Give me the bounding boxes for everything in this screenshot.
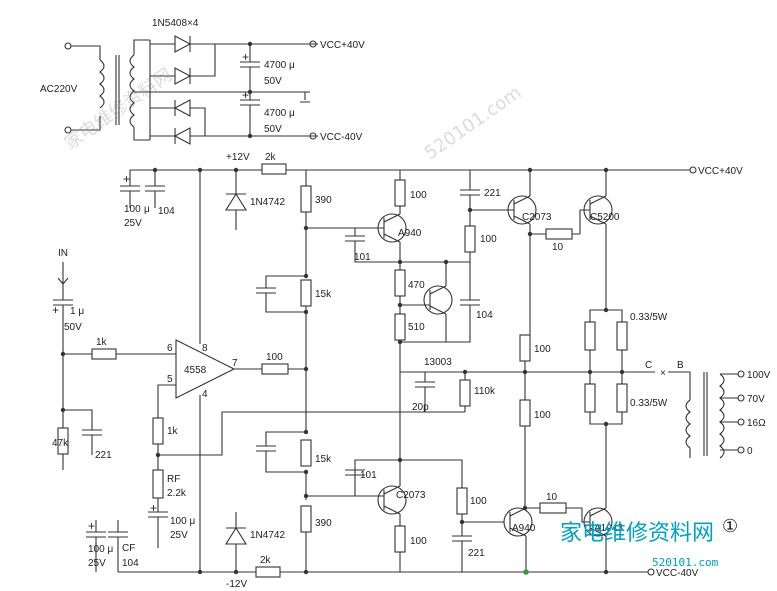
r390-top-label: 390 bbox=[315, 195, 332, 206]
a940-bot-label: A940 bbox=[512, 523, 536, 534]
point-x-mark: × bbox=[660, 368, 666, 379]
r2k-top-label: 2k bbox=[265, 152, 277, 163]
r390-bot-label: 390 bbox=[315, 518, 332, 529]
cin-value: 1 μ bbox=[70, 306, 84, 317]
cap2-voltage: 50V bbox=[264, 124, 282, 135]
pin7: 7 bbox=[232, 358, 238, 369]
c104-mid-label: 104 bbox=[476, 310, 493, 321]
r15k-top-label: 15k bbox=[315, 289, 332, 300]
output-transformer: 100V 70V 16Ω 0 bbox=[685, 370, 771, 459]
diode-bridge-label: 1N5408×4 bbox=[152, 18, 199, 29]
point-b-label: B bbox=[677, 360, 684, 371]
cbot-value: 100 μ bbox=[88, 544, 113, 555]
c100u-top-mu: μ bbox=[144, 204, 150, 215]
plus12-label: +12V bbox=[226, 152, 250, 163]
r100-bot-a-label: 100 bbox=[470, 496, 487, 507]
svg-text:+: + bbox=[150, 501, 157, 515]
r100-mid-b-label: 100 bbox=[534, 410, 551, 421]
r15k-bot-label: 15k bbox=[315, 454, 332, 465]
r47k-label: 47k bbox=[52, 438, 69, 449]
c221-bot-label: 221 bbox=[468, 548, 485, 559]
r100-drv-label: 100 bbox=[480, 234, 497, 245]
opamp-label: 4558 bbox=[184, 365, 207, 376]
pin4: 4 bbox=[202, 389, 208, 400]
c104-top-label: 104 bbox=[158, 206, 175, 217]
svg-text:+: + bbox=[123, 172, 130, 186]
c100u-top-voltage: 25V bbox=[124, 218, 142, 229]
bias-ladder: 390 15k 15k 390 bbox=[256, 170, 332, 575]
r033-top-label: 0.33/5W bbox=[630, 312, 668, 323]
cbot-cf-label: CF bbox=[122, 543, 135, 554]
c221-in-label: 221 bbox=[95, 450, 112, 461]
pin8: 8 bbox=[202, 343, 208, 354]
cin-voltage: 50V bbox=[64, 322, 82, 333]
svg-text:+: + bbox=[242, 50, 249, 64]
r470-label: 470 bbox=[408, 280, 425, 291]
c100u-top-label: 100 bbox=[124, 204, 141, 215]
r1k-fb-label: 1k bbox=[167, 426, 179, 437]
ac-input-label: AC220V bbox=[40, 84, 78, 95]
input-label: IN bbox=[58, 248, 68, 259]
cf-voltage: 25V bbox=[170, 530, 188, 541]
c2073-bot-label: C2073 bbox=[396, 490, 426, 501]
feedback-network: 110k 20p bbox=[400, 369, 525, 413]
r100-bot-b-label: 100 bbox=[410, 536, 427, 547]
vcc-pos-out-label: VCC+40V bbox=[698, 166, 743, 177]
cf-value: 100 μ bbox=[170, 516, 195, 527]
svg-text:+: + bbox=[52, 303, 59, 317]
c20p-label: 20p bbox=[412, 402, 429, 413]
r10-top-label: 10 bbox=[552, 242, 564, 253]
vcc-neg-out-label: VCC-40V bbox=[656, 568, 699, 579]
tap-16-label: 16Ω bbox=[747, 418, 766, 429]
tap-100v-label: 100V bbox=[747, 370, 771, 381]
c2073-top-label: C2073 bbox=[522, 212, 552, 223]
regulator-section: 2k +12V 1N4742 + 100 μ 25V 104 2k -12V 1… bbox=[120, 152, 287, 590]
rf-value: 2.2k bbox=[167, 488, 187, 499]
r100-mid-a-label: 100 bbox=[534, 344, 551, 355]
cbot-voltage: 25V bbox=[88, 558, 106, 569]
minus12-label: -12V bbox=[226, 579, 247, 590]
r510-label: 510 bbox=[408, 322, 425, 333]
c5200-label: C5200 bbox=[590, 212, 620, 223]
pin6: 6 bbox=[167, 343, 173, 354]
r033-bot-label: 0.33/5W bbox=[630, 398, 668, 409]
a1943-label: A1943 bbox=[594, 523, 623, 534]
r100-out-label: 100 bbox=[266, 352, 283, 363]
zener-bot-label: 1N4742 bbox=[250, 530, 285, 541]
voltage-amplifier-stage: A940 100 101 470 510 13003 104 221 100 bbox=[306, 170, 510, 572]
cap1-voltage: 50V bbox=[264, 76, 282, 87]
tap-70v-label: 70V bbox=[747, 394, 765, 405]
pin5: 5 bbox=[167, 374, 173, 385]
r100-a940-label: 100 bbox=[410, 190, 427, 201]
svg-text:+: + bbox=[242, 88, 249, 102]
c101-top-label: 101 bbox=[354, 252, 371, 263]
watermark-brand-cn: 家电维修资料网 bbox=[560, 521, 714, 546]
point-c-label: C bbox=[645, 360, 652, 371]
vcc-neg-label: VCC-40V bbox=[320, 132, 363, 143]
cbot-104-label: 104 bbox=[122, 558, 139, 569]
cap2-value: 4700 μ bbox=[264, 108, 295, 119]
c221-top-label: 221 bbox=[484, 188, 501, 199]
tap-0-label: 0 bbox=[747, 446, 753, 457]
r110k-label: 110k bbox=[474, 386, 496, 397]
watermark-brand-url: 520101.com bbox=[652, 556, 719, 569]
r10-bot-label: 10 bbox=[546, 492, 558, 503]
output-stage: C2073 10 C5200 0.33/5W 0.33/5W C × B 100 bbox=[503, 167, 738, 575]
r2k-bot-label: 2k bbox=[260, 555, 272, 566]
input-stage: IN + 1 μ 50V 1k 47k 221 4558 6 8 5 4 7 1… bbox=[52, 248, 465, 572]
vcc-pos-label: VCC+40V bbox=[320, 40, 365, 51]
rf-label: RF bbox=[167, 474, 180, 485]
a940-top-label: A940 bbox=[398, 228, 422, 239]
watermark-site-url: 520101.com bbox=[421, 82, 526, 164]
t13003-label: 13003 bbox=[424, 357, 452, 368]
c101-bot-label: 101 bbox=[360, 470, 377, 481]
supply-rails: VCC+40V VCC-40V bbox=[118, 166, 743, 579]
power-supply: AC220V 1N5408×4 4700 μ 50V 4700 μ 50V VC… bbox=[40, 18, 365, 145]
circle-number: ① bbox=[722, 516, 738, 536]
r1k-in-label: 1k bbox=[96, 337, 108, 348]
svg-text:+: + bbox=[88, 519, 95, 533]
zener-top-label: 1N4742 bbox=[250, 197, 285, 208]
cap1-value: 4700 μ bbox=[264, 60, 295, 71]
